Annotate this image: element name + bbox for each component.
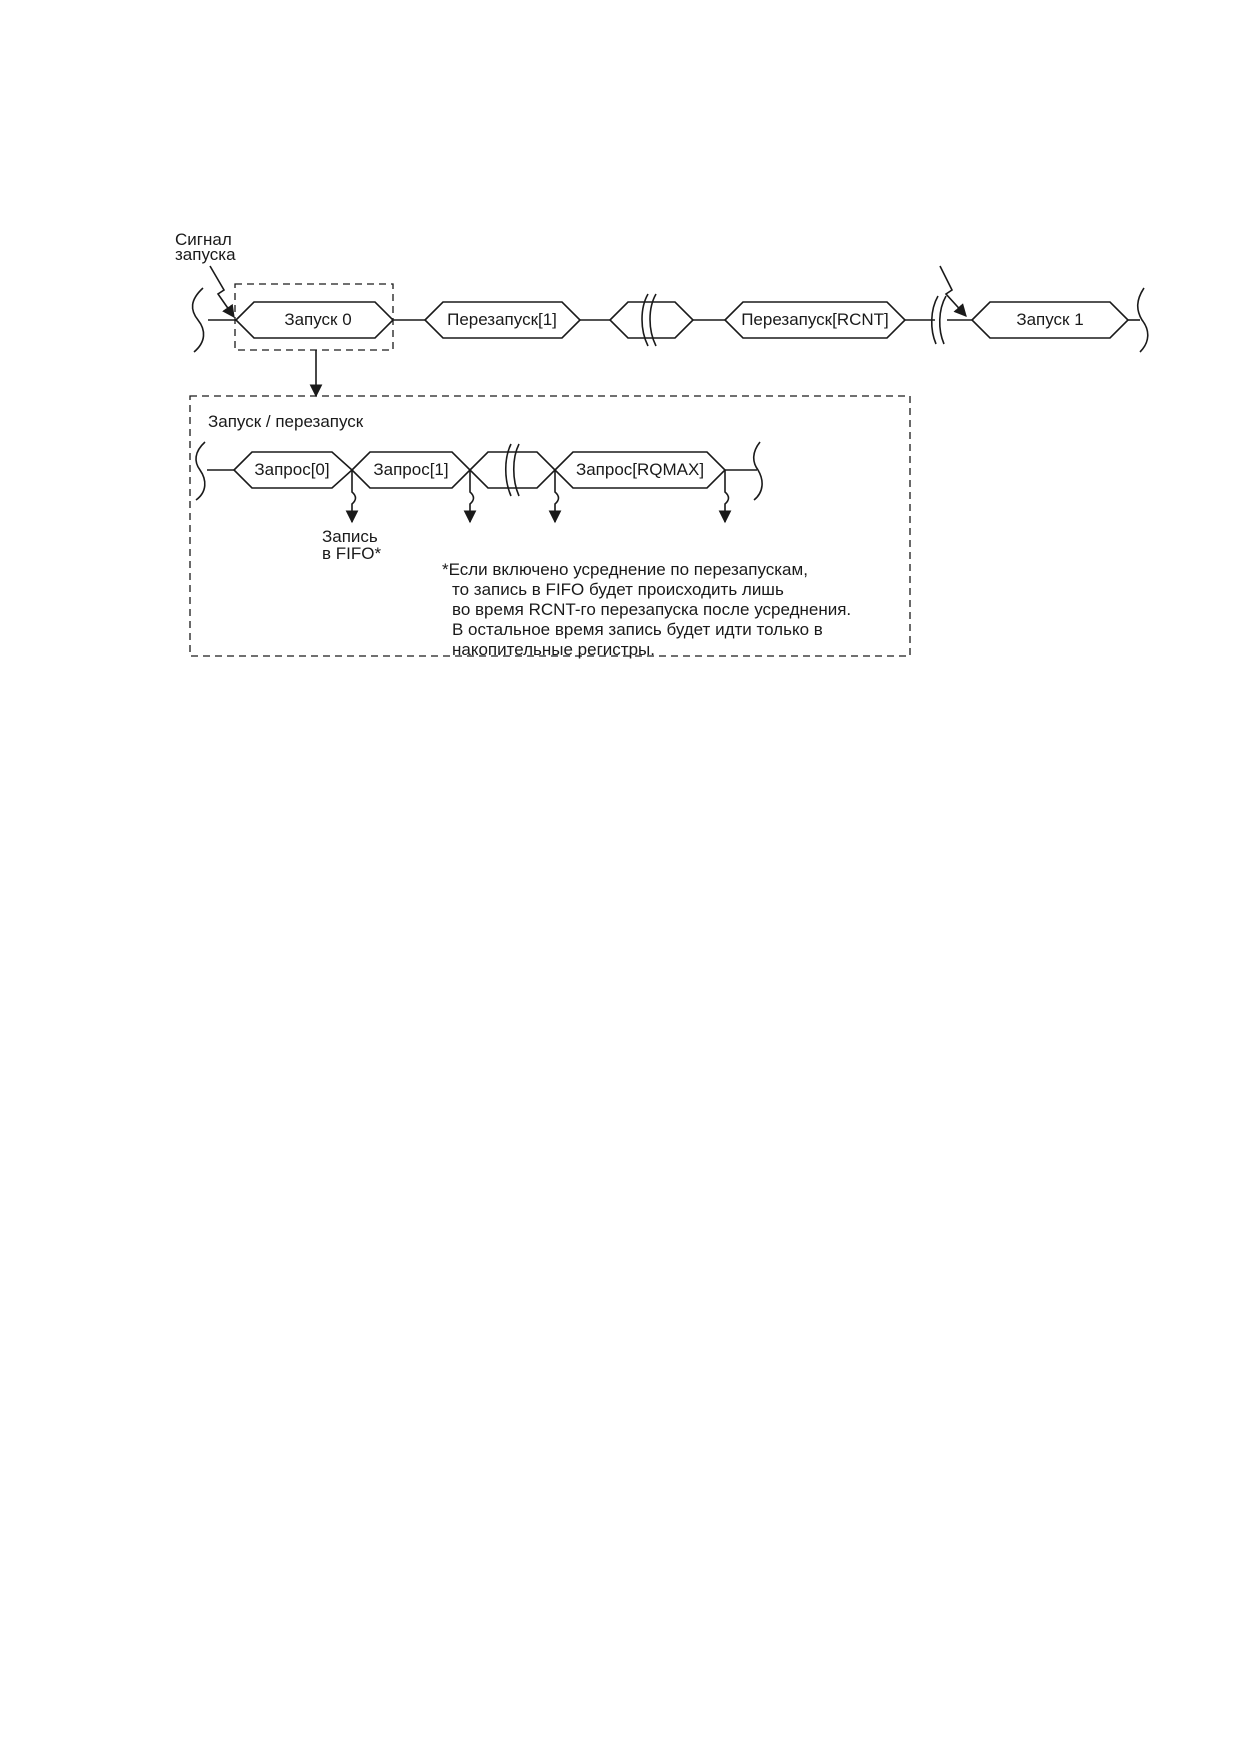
- footnote-line5: накопительные регистры.: [452, 640, 655, 659]
- gap-segment: [608, 301, 695, 339]
- break-mark-left: [191, 287, 205, 353]
- detail-title: Запуск / перезапуск: [208, 412, 364, 431]
- fifo-label-line2: в FIFO*: [322, 544, 381, 563]
- fifo-arrow-4: [718, 470, 732, 524]
- restart-rcnt-segment: [723, 301, 907, 339]
- footnote: *Если включено усреднение по перезапуска…: [442, 560, 851, 659]
- restart1-segment: [423, 301, 582, 339]
- footnote-line1: *Если включено усреднение по перезапуска…: [442, 560, 808, 579]
- req0-label: Запрос[0]: [254, 460, 329, 479]
- start1-label: Запуск 1: [1016, 310, 1083, 329]
- trigger-arrow-start0: [209, 265, 235, 319]
- double-break-mark: [930, 295, 939, 345]
- detail-box: [189, 395, 911, 657]
- detail-gap-segment: [468, 451, 557, 489]
- detail-break-right: [752, 441, 763, 501]
- trigger-arrow-start1: [939, 265, 967, 317]
- start1-segment: [970, 301, 1130, 339]
- fifo-arrow-1: [345, 470, 359, 524]
- trigger-label-line1: Сигнал: [175, 230, 232, 249]
- req1-label: Запрос[1]: [373, 460, 448, 479]
- footnote-line3: во время RCNT-го перезапуска после усред…: [452, 600, 851, 619]
- start0-label: Запуск 0: [284, 310, 351, 329]
- restart-rcnt-label: Перезапуск[RCNT]: [741, 310, 889, 329]
- restart1-label: Перезапуск[1]: [447, 310, 557, 329]
- detail-break-left: [195, 441, 206, 501]
- footnote-line4: В остальное время запись будет идти толь…: [452, 620, 823, 639]
- footnote-line2: то запись в FIFO будет происходить лишь: [452, 580, 784, 599]
- detail-timeline: Запрос[0] Запрос[1] Запрос[RQMAX]: [195, 441, 763, 501]
- fifo-arrow-2: [463, 470, 477, 524]
- trigger-label-line2: запуска: [175, 245, 236, 264]
- start0-highlight-box: [234, 283, 394, 351]
- fifo-label-line1: Запись: [322, 527, 378, 546]
- break-mark-right: [1136, 287, 1149, 353]
- gap-break-mark: [641, 293, 649, 347]
- fifo-arrow-3: [548, 470, 562, 524]
- req-max-label: Запрос[RQMAX]: [576, 460, 704, 479]
- top-timeline: Запуск 0 Перезапуск[1] Перезапуск[RCNT] …: [191, 287, 1149, 353]
